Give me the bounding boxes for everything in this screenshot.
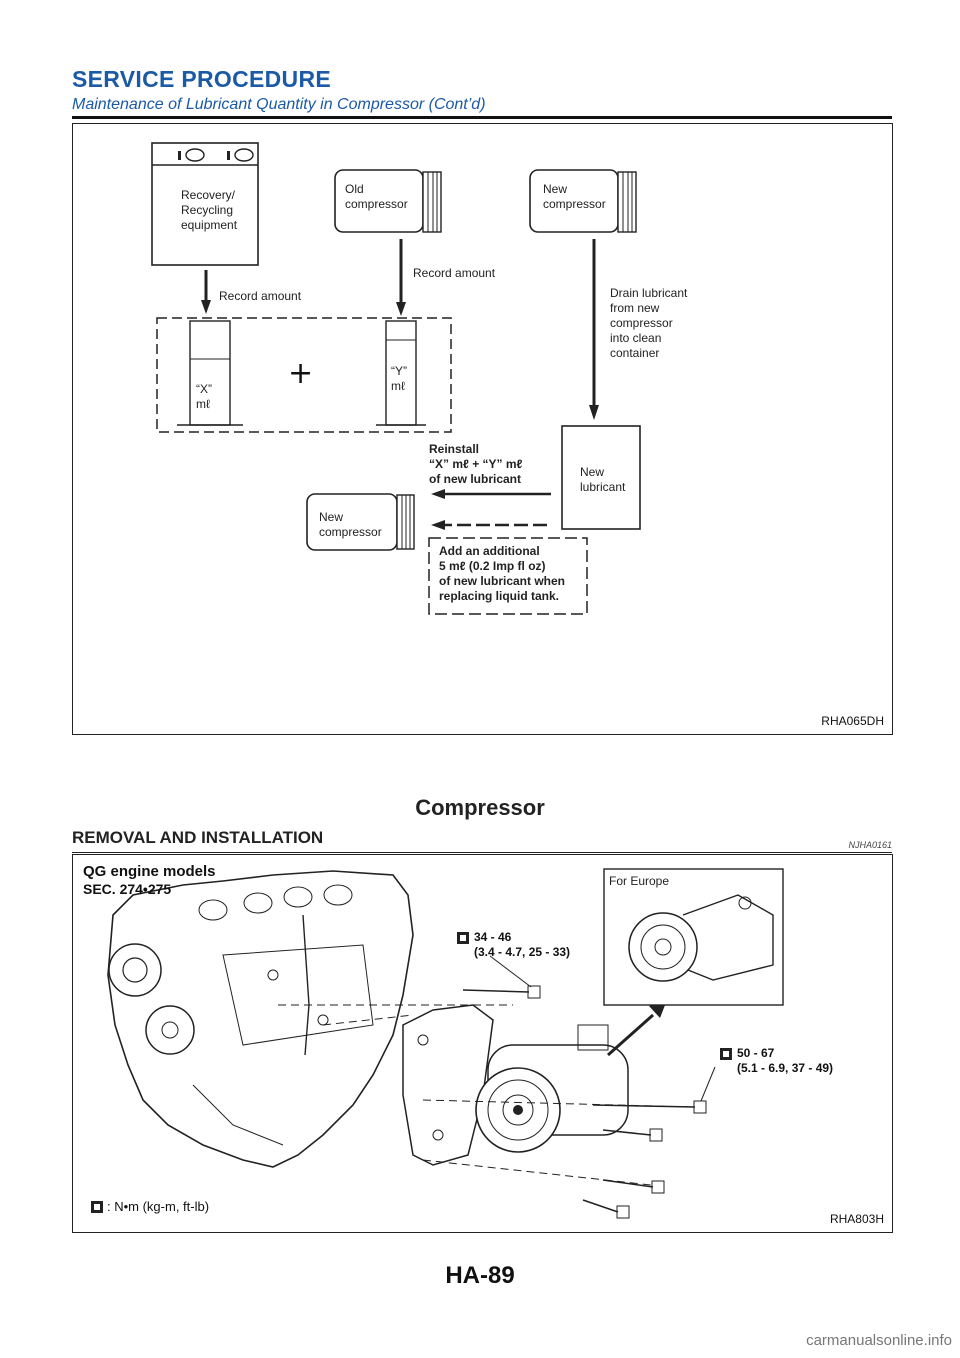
flow-diagram-graphics (151, 142, 641, 615)
y-amount-label: “Y” mℓ (391, 364, 407, 393)
new-compressor-top-label: New compressor (543, 182, 606, 211)
new-lubricant-label: New lubricant (580, 465, 626, 494)
page-subtitle: Maintenance of Lubricant Quantity in Com… (72, 96, 486, 113)
sec-label: SEC. 274•275 (83, 881, 172, 897)
for-europe-label: For Europe (609, 874, 670, 888)
page-number: HA-89 (445, 1262, 515, 1289)
record-amount-label-2: Record amount (413, 266, 496, 280)
section-divider (72, 852, 892, 853)
compressor-removal-diagram: QG engine models SEC. 274•275 For Europe… (72, 854, 893, 1233)
figure-id-rha803h: RHA803H (829, 1212, 884, 1226)
watermark: carmanualsonline.info (806, 1332, 952, 1349)
torque-spec-1: 34 - 46 (3.4 - 4.7, 25 - 33) (474, 930, 571, 959)
new-compressor-bottom-label: New compressor (319, 510, 382, 539)
figure-id-rha065dh: RHA065DH (821, 714, 884, 728)
torque-legend: : N•m (kg-m, ft-lb) (107, 1199, 210, 1214)
page-title: SERVICE PROCEDURE (72, 66, 332, 92)
section-subtitle-removal: REMOVAL AND INSTALLATION (72, 828, 324, 847)
reinstall-text: Reinstall “X” mℓ + “Y” mℓ of new lubrica… (429, 442, 523, 486)
torque-spec-2: 50 - 67 (5.1 - 6.9, 37 - 49) (737, 1046, 834, 1075)
engine-models-label: QG engine models (83, 863, 216, 880)
additional-lubricant-note: Add an additional 5 mℓ (0.2 Imp fl oz) o… (439, 544, 566, 603)
header-divider (72, 116, 892, 119)
drain-lubricant-text: Drain lubricant from new compressor into… (610, 286, 688, 360)
plus-sign: + (288, 356, 314, 391)
section-title-compressor: Compressor (415, 795, 545, 820)
engine-illustration (91, 868, 784, 1219)
lubricant-flow-diagram: Recovery/ Recycling equipment Old compre… (72, 123, 893, 735)
x-amount-label: “X” mℓ (196, 382, 212, 411)
section-code: NJHA0161 (848, 840, 892, 850)
record-amount-label-1: Record amount (219, 289, 302, 303)
old-compressor-label: Old compressor (345, 182, 408, 211)
recovery-equipment-label: Recovery/ Recycling equipment (181, 188, 238, 232)
